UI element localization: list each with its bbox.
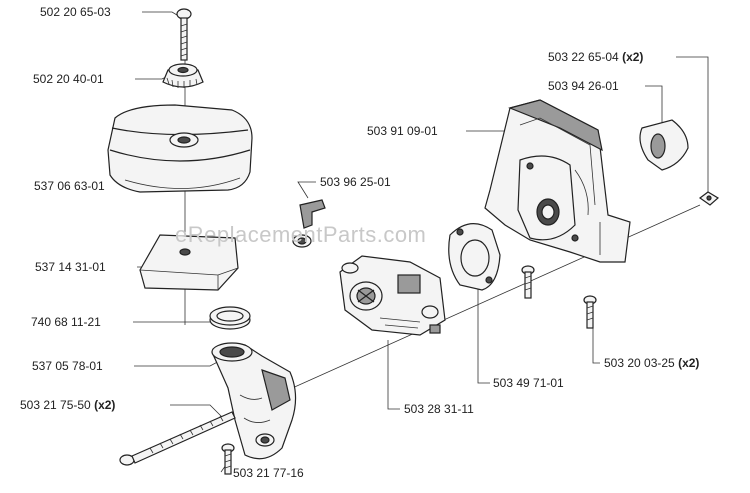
part-label: 503 49 71-01 <box>493 376 564 390</box>
part-sleeve <box>639 119 689 171</box>
part-label: 502 20 40-01 <box>33 72 104 86</box>
part-ring-gasket <box>209 306 251 330</box>
part-filter-cover <box>107 104 253 193</box>
part-intake-elbow <box>211 342 297 460</box>
quantity-badge: (x2) <box>622 50 644 64</box>
part-flat-gasket <box>448 223 501 291</box>
watermark-text: eReplacementParts.com <box>175 222 427 247</box>
part-screw-top <box>176 8 192 61</box>
part-label: 503 20 03-25 (x2) <box>604 356 700 370</box>
part-label: 503 28 31-11 <box>404 402 474 416</box>
part-label: 537 14 31-01 <box>35 260 106 274</box>
quantity-badge: (x2) <box>94 398 116 412</box>
part-long-bolt <box>119 411 236 466</box>
part-label: 502 20 65-03 <box>40 5 111 19</box>
part-label: 537 05 78-01 <box>32 359 103 373</box>
part-housing-screws <box>521 265 597 329</box>
part-label: 503 96 25-01 <box>320 175 391 189</box>
quantity-badge: (x2) <box>678 356 700 370</box>
part-label: 740 68 11-21 <box>31 315 101 329</box>
part-knob-nut <box>162 63 204 88</box>
part-carburetor <box>339 255 446 336</box>
part-label: 503 22 65-04 (x2) <box>548 50 644 64</box>
part-label: 503 91 09-01 <box>367 124 438 138</box>
part-short-screw <box>221 443 235 475</box>
part-filter-element <box>139 234 239 291</box>
part-label: 503 94 26-01 <box>548 79 619 93</box>
part-choke-link <box>292 199 326 248</box>
part-label: 503 21 75-50 (x2) <box>20 398 116 412</box>
part-label: 537 06 63-01 <box>34 179 105 193</box>
part-square-nut <box>698 191 720 206</box>
part-label: 503 21 77-16 <box>233 466 304 480</box>
part-housing <box>484 99 631 263</box>
